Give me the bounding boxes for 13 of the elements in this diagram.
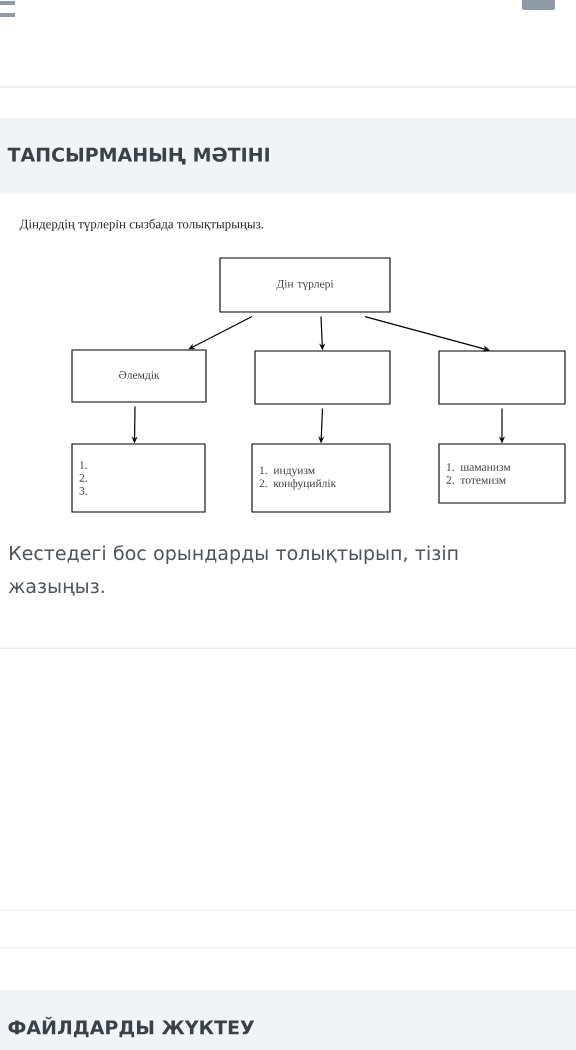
section-heading: ФАЙЛДАРДЫ ЖҮКТЕУ — [0, 990, 576, 1050]
category-box: Дін түрлері — [219, 257, 391, 313]
empty-box — [438, 350, 566, 405]
section-heading: ТАПСЫРМАНЫҢ МӘТІНІ — [0, 118, 576, 193]
instruction-text: Діндердің түрлерін сызбада толықтырыңыз. — [19, 218, 264, 232]
arrow — [188, 315, 253, 350]
empty-box — [254, 350, 391, 405]
category-box: Әлемдік — [71, 349, 207, 403]
arrow — [364, 315, 490, 352]
list-box: 1. шаманизм 2. тотемизм — [438, 443, 566, 504]
task-paragraph: Кестедегі бос орындарды толықтырып, тізіп жазыңыз. — [8, 545, 458, 596]
list-box: 1. индуизм 2. конфуцийлік — [251, 443, 391, 513]
list-box: 1. 2. 3. — [71, 443, 206, 513]
